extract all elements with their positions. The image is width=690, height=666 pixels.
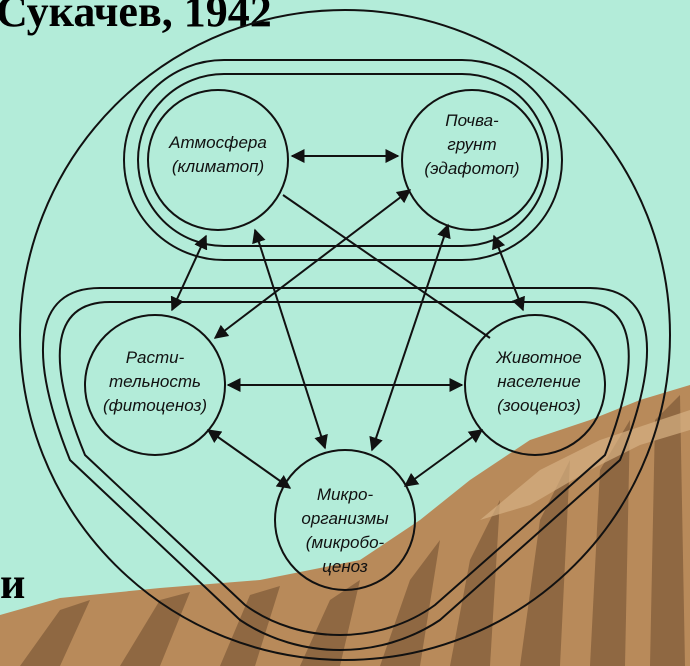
- component-circles: [84, 89, 606, 591]
- microorganisms-label: Микро- организмы (микробо- ценоз: [301, 485, 389, 576]
- vegetation-circle: [84, 314, 226, 456]
- animals-label-line-3: (зооценоз): [497, 396, 581, 415]
- vegetation-label-line-1: Расти-: [126, 348, 185, 367]
- outer-circle: [19, 9, 671, 661]
- atmosphere-label: Атмосфера (климатоп): [168, 133, 267, 176]
- microorganisms-circle: [274, 449, 416, 591]
- biocenosis-boundary-outer: [41, 287, 649, 651]
- side-letter: и: [0, 559, 25, 608]
- biocenosis-boundary-inner: [58, 301, 630, 636]
- soil-label-line-2: грунт: [447, 135, 496, 154]
- soil-circle: [401, 89, 543, 231]
- connections: [170, 149, 525, 489]
- arrow-soil-animals: [492, 234, 525, 312]
- microorganisms-label-line-3: (микробо-: [306, 533, 385, 552]
- animals-label-line-1: Животное: [495, 348, 581, 367]
- microorganisms-label-line-1: Микро-: [317, 485, 374, 504]
- microorganisms-label-line-2: организмы: [301, 509, 389, 528]
- arrow-vegetation-microorganisms: [206, 429, 292, 489]
- arrow-soil-vegetation: [213, 189, 412, 339]
- soil-label-line-1: Почва-: [445, 111, 499, 130]
- microorganisms-label-line-4: ценоз: [322, 557, 368, 576]
- soil-label: Почва- грунт (эдафотоп): [424, 111, 519, 178]
- animals-label: Животное население (зооценоз): [495, 348, 581, 415]
- line-atmosphere-animals: [282, 194, 491, 339]
- atmosphere-label-line-2: (климатоп): [172, 157, 264, 176]
- vegetation-label-line-2: тельность: [109, 372, 201, 391]
- soil-label-line-3: (эдафотоп): [424, 159, 519, 178]
- animals-circle: [464, 314, 606, 456]
- vegetation-label: Расти- тельность (фитоценоз): [103, 348, 207, 415]
- atmosphere-label-line-1: Атмосфера: [168, 133, 267, 152]
- animals-label-line-2: население: [497, 372, 581, 391]
- arrow-atmosphere-vegetation: [170, 234, 208, 312]
- boundaries: [19, 9, 671, 661]
- title-fragment: Сукачев, 1942: [0, 0, 272, 36]
- vegetation-label-line-3: (фитоценоз): [103, 396, 207, 415]
- arrow-soil-microorganisms: [369, 223, 451, 452]
- arrow-animals-microorganisms: [403, 429, 484, 487]
